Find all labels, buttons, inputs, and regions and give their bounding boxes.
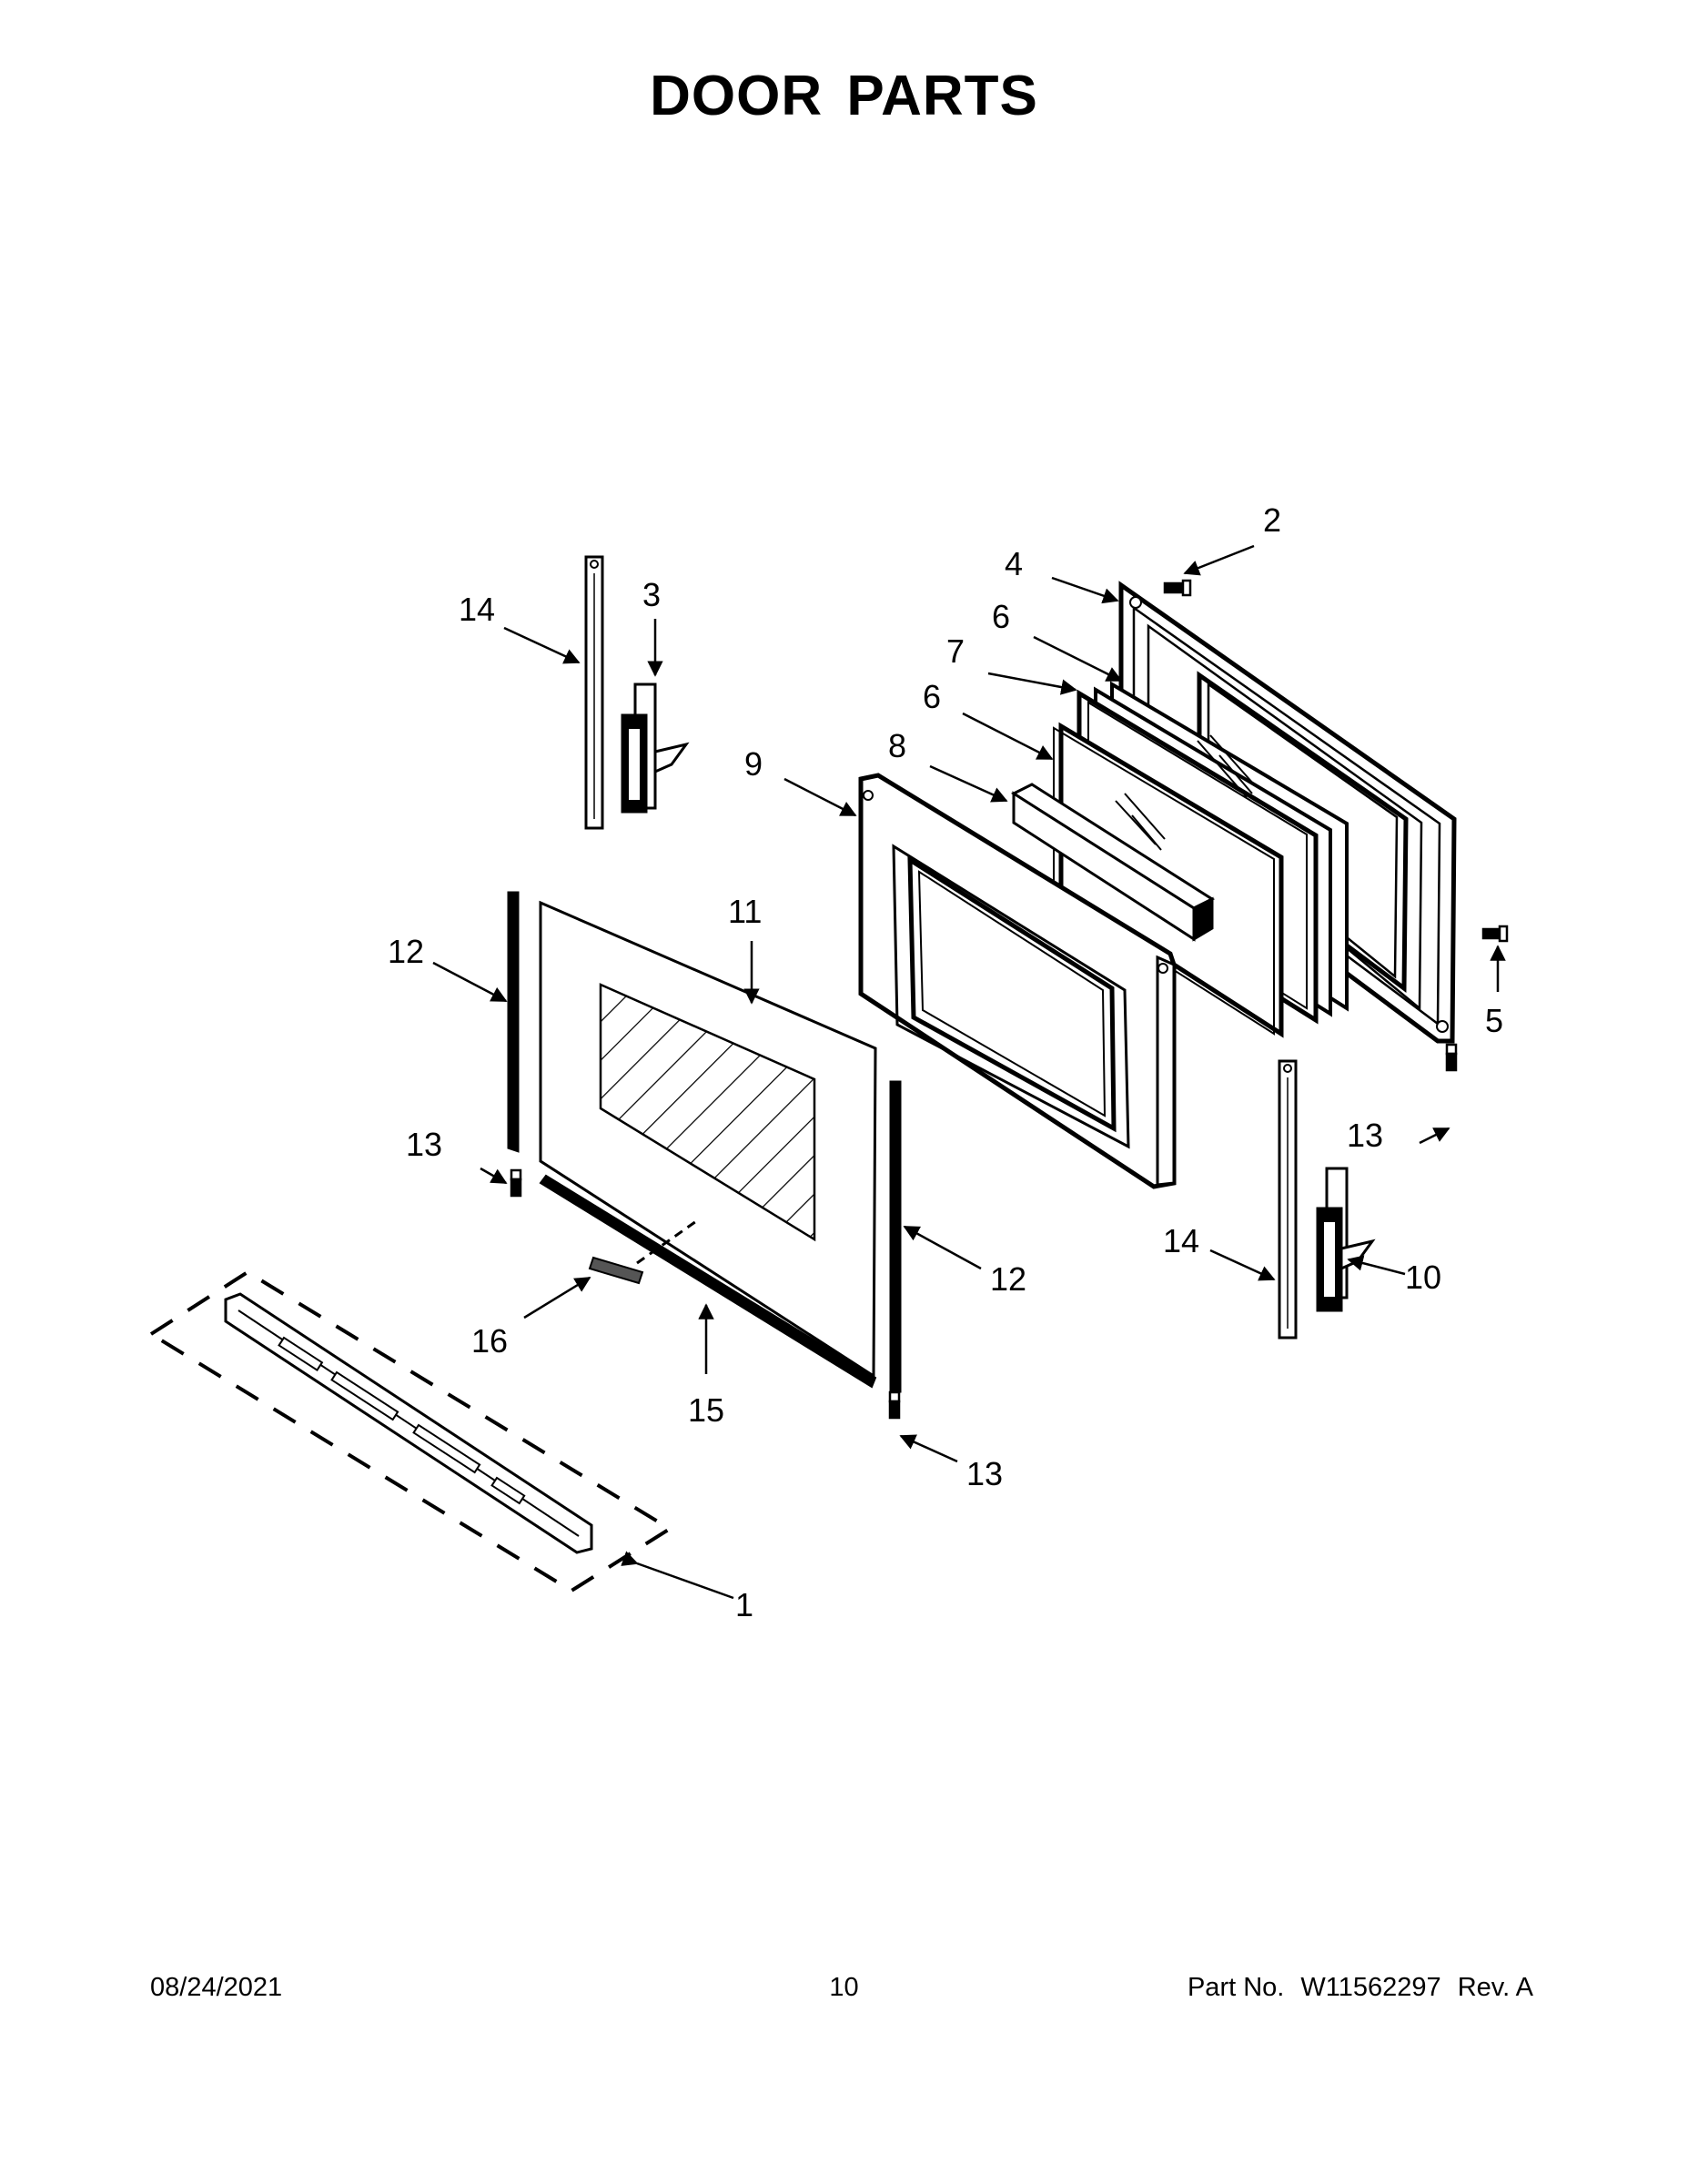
callout-13-bottom: 13 bbox=[966, 1455, 1003, 1492]
screw-13-right-icon bbox=[1445, 1043, 1458, 1072]
callout-7: 7 bbox=[946, 632, 965, 670]
hinge-right bbox=[1316, 1167, 1376, 1312]
revision: Rev. A bbox=[1457, 1973, 1533, 2002]
callout-2: 2 bbox=[1263, 501, 1281, 539]
callout-6-upper: 6 bbox=[992, 598, 1010, 635]
callout-9: 9 bbox=[744, 745, 763, 783]
hinge-receiver-left bbox=[584, 555, 604, 830]
callout-8: 8 bbox=[888, 727, 906, 764]
screw-5-icon bbox=[1481, 925, 1509, 943]
callout-1: 1 bbox=[735, 1586, 753, 1623]
callout-numbers: 1 2 3 4 5 6 7 6 8 9 10 11 12 12 13 13 13… bbox=[388, 501, 1503, 1623]
insulation-block bbox=[1010, 783, 1216, 942]
screw-13-bottom-icon bbox=[888, 1390, 901, 1420]
callout-12-right: 12 bbox=[990, 1260, 1026, 1298]
side-trim-left bbox=[507, 891, 520, 1153]
screw-icons bbox=[510, 579, 1509, 1420]
callout-4: 4 bbox=[1005, 545, 1023, 582]
screw-2-icon bbox=[1163, 579, 1192, 597]
footer-page-number: 10 bbox=[829, 1973, 859, 2002]
logo-badge-icon bbox=[588, 1218, 700, 1285]
hinge-receiver-right bbox=[1278, 1059, 1298, 1340]
outer-door-panel bbox=[539, 900, 877, 1379]
callout-15: 15 bbox=[688, 1391, 724, 1429]
callout-14-left: 14 bbox=[459, 591, 495, 628]
callout-13-right: 13 bbox=[1347, 1117, 1383, 1154]
callout-14-right: 14 bbox=[1163, 1222, 1199, 1259]
page-title: DOOR PARTS bbox=[650, 65, 1038, 127]
part-label: Part No. bbox=[1187, 1973, 1285, 2002]
glass-reflection-icon bbox=[1115, 734, 1255, 851]
callout-5: 5 bbox=[1485, 1002, 1503, 1039]
callout-6-lower: 6 bbox=[923, 678, 941, 715]
part-number: W11562297 bbox=[1300, 1973, 1441, 2002]
footer-date: 08/24/2021 bbox=[150, 1973, 283, 2002]
callout-11: 11 bbox=[728, 893, 762, 930]
callout-3: 3 bbox=[642, 576, 661, 613]
hinge-left bbox=[621, 682, 690, 814]
callout-leaders bbox=[432, 544, 1506, 1600]
footer-part-info: Part No. W11562297 Rev. A bbox=[1178, 1973, 1533, 2003]
door-handle-assembly bbox=[147, 1269, 673, 1593]
bottom-trim bbox=[539, 1174, 877, 1389]
callout-12-left: 12 bbox=[388, 933, 424, 970]
side-trim-right bbox=[889, 1080, 902, 1393]
screw-13-left-icon bbox=[510, 1168, 522, 1198]
door-liner bbox=[858, 773, 1177, 1189]
callout-13-left: 13 bbox=[406, 1126, 442, 1163]
callout-16: 16 bbox=[471, 1322, 508, 1360]
handle-slots bbox=[278, 1336, 526, 1505]
callout-10: 10 bbox=[1405, 1259, 1441, 1296]
